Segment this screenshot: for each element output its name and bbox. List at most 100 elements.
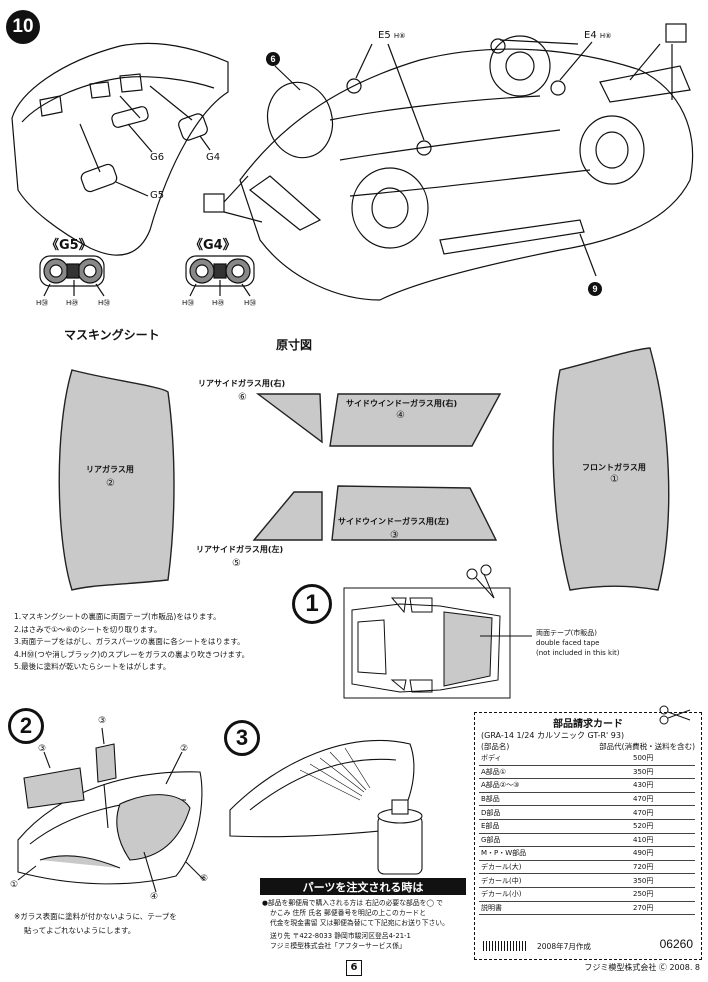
masking-sheet-title: マスキングシート <box>64 328 160 342</box>
g5-color-mid: H㊾ <box>66 299 79 307</box>
callout-6: 6 <box>266 52 280 66</box>
card-col-price: 部品代(消費税・送料を含む) <box>599 742 695 751</box>
table-row[interactable]: デカール(大)720円 <box>479 860 695 875</box>
rear-side-left-label: リアサイドガラス用(左) <box>196 545 284 554</box>
part-price: 520円 <box>631 819 695 834</box>
label-g5: G5 <box>150 190 165 201</box>
part-g4-drawing <box>178 113 208 141</box>
order-banner: パーツを注文される時は <box>260 878 466 895</box>
parts-order-card: 部品請求カード (GRA-14 1/24 カルソニック GT-R' 93) (部… <box>474 712 702 960</box>
card-barcode <box>483 941 527 951</box>
wheel-front-left <box>351 167 429 249</box>
label-g6: G6 <box>150 152 165 163</box>
side-window-right-label: サイドウインドーガラス用(右) <box>346 399 458 408</box>
screw-e4-right <box>550 80 566 96</box>
part-name: A部品① <box>479 765 631 780</box>
front-glass-num: ① <box>610 474 619 485</box>
part-price: 350円 <box>631 873 695 888</box>
rear-glass-num: ② <box>106 478 115 489</box>
step2-note-line1: ※ガラス表面に塗料が付かないように、テープを <box>14 912 177 921</box>
part-name: デカール(小) <box>479 887 631 902</box>
part-price: 410円 <box>631 833 695 848</box>
callout-e4-color: H⑧ <box>599 32 612 40</box>
step2-part-6: ⑥ <box>200 874 209 884</box>
order-line: 送り先 〒422-8033 静岡市駿河区登呂4-21-1 <box>270 932 411 940</box>
step2-part-1: ① <box>10 880 19 890</box>
order-instructions: ●部品を郵便局で購入される方は 右記の必要な部品を◯ で かこみ 住所 氏名 郵… <box>262 898 472 951</box>
callout-e5: E5 H⑧ <box>378 30 405 41</box>
part-g6-drawing <box>111 106 149 128</box>
side-window-left-label: サイドウインドーガラス用(左) <box>338 517 450 526</box>
part-name: A部品②～③ <box>479 778 631 793</box>
mask-rear-glass <box>58 369 175 591</box>
group-g5-title: 《G5》 <box>46 238 92 253</box>
mask-rear-side-left <box>252 491 323 541</box>
side-window-right-num: ④ <box>396 410 405 421</box>
callout-e4-part: E4 <box>584 30 597 41</box>
order-line: ●部品を郵便局で購入される方は 右記の必要な部品を◯ で <box>262 899 443 907</box>
part-price: 470円 <box>631 792 695 807</box>
rear-side-left-num: ⑤ <box>232 558 241 569</box>
tape-label: 両面テープ(市販品) double faced tape (not includ… <box>536 628 620 658</box>
g4-color-left: H㊿ <box>182 299 195 307</box>
part-name: B部品 <box>479 792 631 807</box>
wheel-rear-left <box>266 81 334 159</box>
part-price: 430円 <box>631 778 695 793</box>
table-row[interactable]: デカール(中)350円 <box>479 873 695 888</box>
screw-center <box>416 140 432 156</box>
step2-part-3b: ③ <box>98 716 107 726</box>
rear-side-right-num: ⑥ <box>238 392 247 403</box>
step-3-badge: 3 <box>224 720 260 756</box>
part-name: D部品 <box>479 805 631 820</box>
part-price: 720円 <box>631 860 695 875</box>
table-row[interactable]: デカール(小)250円 <box>479 887 695 902</box>
card-code: 06260 <box>659 937 693 951</box>
scale-title: 原寸図 <box>276 338 313 352</box>
wheel-front-right <box>579 115 645 185</box>
car-body-drawing <box>239 48 694 301</box>
part-price: 490円 <box>631 846 695 861</box>
callout-e5-part: E5 <box>378 30 391 41</box>
rear-side-right-label: リアサイドガラス用(右) <box>198 379 286 388</box>
step-2-badge: 2 <box>8 708 44 744</box>
part-name: E部品 <box>479 819 631 834</box>
part-price: 250円 <box>631 887 695 902</box>
copyright: フジミ模型株式会社 Ⓒ 2008. 8 <box>584 963 700 972</box>
part-name: ボディ <box>479 752 631 766</box>
rear-body-drawing <box>11 42 229 256</box>
part-name: G部品 <box>479 833 631 848</box>
tape-label-jp: 両面テープ(市販品) <box>536 629 598 637</box>
card-title: 部品請求カード <box>553 719 623 730</box>
part-g5-drawing <box>80 163 118 193</box>
rear-glass-label: リアガラス用 <box>86 465 134 474</box>
order-line: かこみ 住所 氏名 郵便番号を明記の上このカードと <box>270 909 427 917</box>
part-name: 説明書 <box>479 901 631 916</box>
step-1-badge: 1 <box>292 584 332 624</box>
step2-note: ※ガラス表面に塗料が付かないように、テープを 貼ってよごれないようにします。 <box>14 910 177 938</box>
callout-e4: E4 H⑧ <box>584 30 611 41</box>
mask-front-glass <box>552 347 670 591</box>
instruction-line: 1.マスキングシートの裏面に両面テープ(市販品)をはります。 <box>14 612 221 621</box>
instruction-line: 2.はさみで①～⑥のシートを切り取ります。 <box>14 624 162 634</box>
front-glass-label: フロントガラス用 <box>582 463 646 472</box>
screw-e5 <box>346 78 362 94</box>
g5-color-right: H㊿ <box>98 299 111 307</box>
card-header: (部品名) 部品代(消費税・送料を含む) <box>481 741 695 752</box>
instruction-line: 5.最後に塗料が乾いたらシートをはがします。 <box>14 662 171 672</box>
callout-9: 9 <box>588 282 602 296</box>
mask-rear-side-right <box>255 393 323 444</box>
g5-color-left: H㊿ <box>36 299 49 307</box>
card-subtitle: (GRA-14 1/24 カルソニック GT-R' 93) <box>481 731 625 740</box>
instruction-line: 3.両面テープをはがし、ガラスパーツの裏面に各シートをはります。 <box>14 637 245 647</box>
